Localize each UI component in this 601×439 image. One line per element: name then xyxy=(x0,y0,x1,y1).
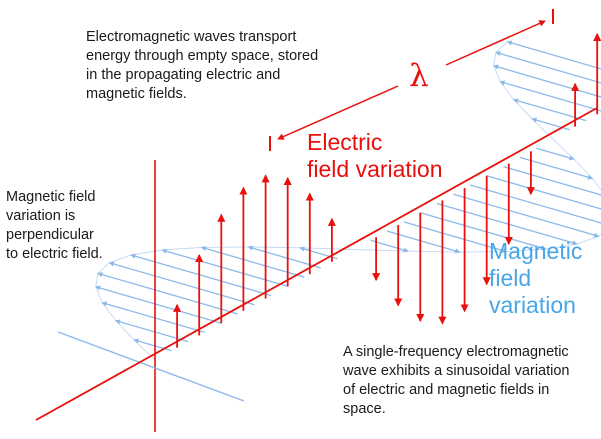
horizontal-axis xyxy=(57,331,245,402)
magnetic-vector xyxy=(387,230,461,254)
magnetic-vector xyxy=(114,319,189,343)
magnetic-vector xyxy=(108,261,255,306)
magnetic-vector xyxy=(495,51,601,84)
wavelength-indicator: λ xyxy=(269,9,554,151)
propagation-axis xyxy=(35,107,598,421)
magnetic-vector xyxy=(531,117,570,131)
intro-text: Electromagnetic waves transport energy t… xyxy=(86,29,319,102)
magnetic-vector xyxy=(247,245,321,269)
magnetic-vector xyxy=(503,165,601,198)
magnetic-vector xyxy=(95,285,222,324)
magnetic-vector xyxy=(101,301,205,334)
magnetic-field-label: Magnetic field variation xyxy=(489,238,583,318)
magnetic-vector xyxy=(512,98,587,122)
magnetic-vector xyxy=(420,212,547,251)
summary-text: A single-frequency electromagnetic wave … xyxy=(343,344,570,417)
magnetic-vector xyxy=(499,80,601,112)
magnetic-vector xyxy=(453,193,600,238)
magnetic-vector xyxy=(493,64,601,98)
wavelength-arrow-left xyxy=(277,85,399,140)
magnetic-vector xyxy=(469,184,601,224)
electric-field-vectors xyxy=(173,32,601,348)
magnetic-vector xyxy=(436,202,578,246)
magnetic-vector xyxy=(161,248,288,287)
magnetic-vector xyxy=(97,272,239,315)
electric-field-label: Electric field variation xyxy=(307,129,443,182)
magnetic-vector xyxy=(506,40,601,70)
wavelength-symbol: λ xyxy=(409,58,429,94)
magnetic-vector xyxy=(536,147,575,161)
perpendicular-note: Magnetic field variation is perpendicula… xyxy=(6,189,103,262)
magnetic-envelope xyxy=(95,41,601,361)
magnetic-vector xyxy=(519,156,594,180)
wavelength-arrow-right xyxy=(445,20,546,66)
magnetic-vector xyxy=(200,246,305,278)
magnetic-vector xyxy=(486,175,601,210)
coordinate-axes xyxy=(35,107,598,432)
